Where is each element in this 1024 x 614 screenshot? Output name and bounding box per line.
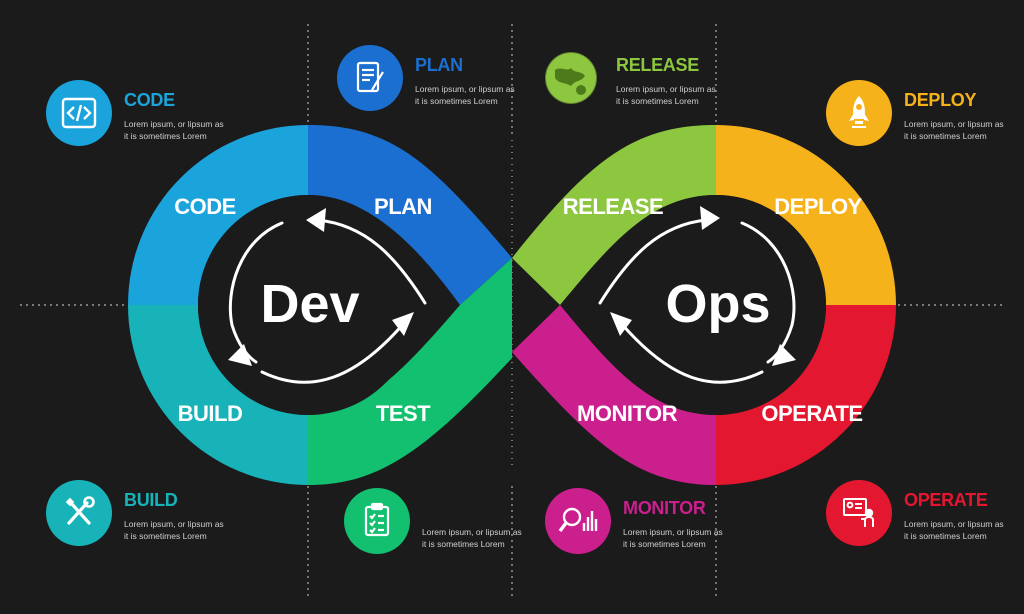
card-code-circle xyxy=(46,80,112,146)
card-build-circle xyxy=(46,480,112,546)
dev-cycle-arrows xyxy=(228,208,427,384)
card-plan-circle xyxy=(337,45,403,111)
card-release-title: RELEASE xyxy=(616,55,699,75)
card-deploy-circle xyxy=(826,80,892,146)
card-build-desc: Lorem ipsum, or lipsum as it is sometime… xyxy=(124,518,224,542)
segment-label-release: RELEASE xyxy=(563,194,663,219)
left-loop xyxy=(128,125,512,485)
ops-arrow-top xyxy=(598,218,708,305)
card-build-desc-line2: it is sometimes Lorem xyxy=(124,531,207,541)
card-code-desc-line1: Lorem ipsum, or lipsum as xyxy=(124,119,224,129)
card-code-title: CODE xyxy=(124,90,175,110)
segment-label-monitor: MONITOR xyxy=(577,401,678,426)
segment-plan xyxy=(308,125,512,305)
ops-word: Ops xyxy=(665,274,770,334)
card-test-desc: Lorem ipsum, or lipsum as it is sometime… xyxy=(422,526,522,550)
card-operate-desc: Lorem ipsum, or lipsum as it is sometime… xyxy=(904,518,1004,542)
card-operate-desc-line2: it is sometimes Lorem xyxy=(904,531,987,541)
card-monitor-title: MONITOR xyxy=(623,498,706,518)
dev-arrow-left-head xyxy=(228,344,252,366)
dev-arrow-top xyxy=(316,218,427,305)
card-monitor-desc: Lorem ipsum, or lipsum as it is sometime… xyxy=(623,526,723,550)
card-release-desc-line2: it is sometimes Lorem xyxy=(616,96,699,106)
segment-operate xyxy=(716,305,896,485)
card-operate-desc-line1: Lorem ipsum, or lipsum as xyxy=(904,519,1004,529)
card-operate-circle xyxy=(826,480,892,546)
card-deploy-desc: Lorem ipsum, or lipsum as it is sometime… xyxy=(904,118,1004,142)
dev-word: Dev xyxy=(260,274,359,334)
card-code: CODE Lorem ipsum, or lipsum as it is som… xyxy=(46,80,286,150)
rocket-icon xyxy=(849,96,869,128)
card-test: Lorem ipsum, or lipsum as it is sometime… xyxy=(344,488,584,558)
segment-build xyxy=(128,305,308,485)
ops-arrow-top-head xyxy=(700,206,720,230)
card-deploy-desc-line2: it is sometimes Lorem xyxy=(904,131,987,141)
card-deploy-title: DEPLOY xyxy=(904,90,977,110)
card-operate-title: OPERATE xyxy=(904,490,988,510)
segment-label-plan: PLAN xyxy=(374,194,432,219)
card-release-circle xyxy=(538,45,604,111)
right-loop xyxy=(512,125,896,485)
tools-icon xyxy=(65,496,95,525)
globe-icon xyxy=(544,51,598,105)
checklist-icon xyxy=(364,502,390,537)
card-plan-desc: Lorem ipsum, or lipsum as it is sometime… xyxy=(415,83,515,107)
segment-test xyxy=(308,258,512,485)
card-test-desc-line2: it is sometimes Lorem xyxy=(422,539,505,549)
card-build: BUILD Lorem ipsum, or lipsum as it is so… xyxy=(46,480,286,550)
card-release: RELEASE Lorem ipsum, or lipsum as it is … xyxy=(538,45,778,115)
dev-arrow-bottom-head xyxy=(392,312,414,336)
segment-label-code: CODE xyxy=(174,194,236,219)
segment-deploy xyxy=(716,125,896,305)
ops-arrow-right-head xyxy=(772,344,796,366)
card-test-circle xyxy=(344,488,410,554)
card-monitor: MONITOR Lorem ipsum, or lipsum as it is … xyxy=(545,488,785,558)
card-operate: OPERATE Lorem ipsum, or lipsum as it is … xyxy=(826,480,1024,550)
ops-arrow-bottom-head xyxy=(610,312,632,336)
segment-code xyxy=(128,125,308,305)
card-plan: PLAN Lorem ipsum, or lipsum as it is som… xyxy=(337,45,577,115)
segment-label-deploy: DEPLOY xyxy=(774,194,862,219)
card-plan-desc-line1: Lorem ipsum, or lipsum as xyxy=(415,84,515,94)
segment-label-build: BUILD xyxy=(178,401,243,426)
segment-label-operate: OPERATE xyxy=(761,401,862,426)
card-build-desc-line1: Lorem ipsum, or lipsum as xyxy=(124,519,224,529)
card-plan-title: PLAN xyxy=(415,55,463,75)
card-code-desc-line2: it is sometimes Lorem xyxy=(124,131,207,141)
code-brackets-icon xyxy=(61,97,97,129)
segment-label-test: TEST xyxy=(376,401,431,426)
magnifier-chart-icon xyxy=(558,507,598,533)
card-monitor-desc-line2: it is sometimes Lorem xyxy=(623,539,706,549)
card-plan-desc-line2: it is sometimes Lorem xyxy=(415,96,498,106)
segment-release xyxy=(512,125,716,305)
document-pen-icon xyxy=(356,61,384,93)
card-monitor-desc-line1: Lorem ipsum, or lipsum as xyxy=(623,527,723,537)
card-release-desc: Lorem ipsum, or lipsum as it is sometime… xyxy=(616,83,716,107)
card-deploy-desc-line1: Lorem ipsum, or lipsum as xyxy=(904,119,1004,129)
operator-screen-icon xyxy=(843,498,874,527)
guide-lines xyxy=(20,24,1004,600)
card-code-desc: Lorem ipsum, or lipsum as it is sometime… xyxy=(124,118,224,142)
card-release-desc-line1: Lorem ipsum, or lipsum as xyxy=(616,84,716,94)
dev-arrow-bottom xyxy=(260,320,407,384)
segment-monitor xyxy=(512,305,716,485)
ops-arrow-bottom xyxy=(618,320,764,384)
ops-cycle-arrows xyxy=(598,206,796,384)
card-build-title: BUILD xyxy=(124,490,178,510)
card-monitor-circle xyxy=(545,488,611,554)
card-deploy: DEPLOY Lorem ipsum, or lipsum as it is s… xyxy=(826,80,1024,150)
card-test-desc-line1: Lorem ipsum, or lipsum as xyxy=(422,527,522,537)
dev-arrow-top-head xyxy=(306,208,326,232)
